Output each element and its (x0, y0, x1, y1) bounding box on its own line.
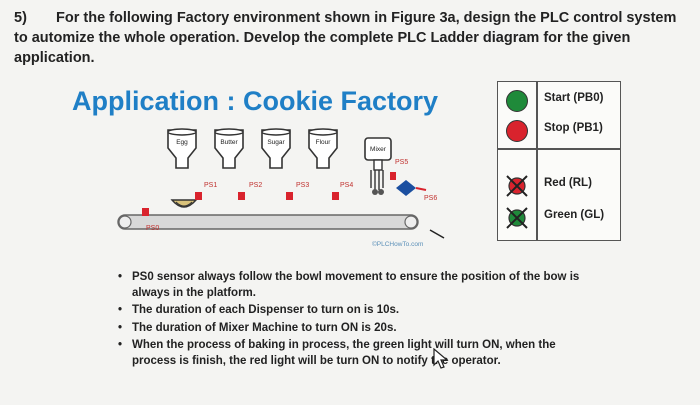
legend-panel: Start (PB0) Stop (PB1) Red (RL) Green (G… (497, 81, 621, 241)
legend-green-label: Green (GL) (544, 209, 605, 221)
question-block: 5)For the following Factory environment … (14, 8, 684, 68)
sensor-tag-ps2: PS2 (249, 182, 262, 189)
hopper-butter: Butter (214, 128, 244, 169)
question-text: For the following Factory environment sh… (14, 10, 677, 66)
start-button-icon (506, 90, 528, 112)
mouse-cursor-icon (433, 348, 449, 369)
hopper-label: Butter (220, 139, 238, 146)
list-item: The duration of Mixer Machine to turn ON… (118, 321, 588, 337)
stop-button-icon (506, 120, 528, 142)
hopper-label: Egg (176, 139, 188, 146)
conveyor-belt (117, 214, 445, 239)
hopper-label: Flour (316, 139, 332, 146)
red-lamp-icon (506, 175, 528, 197)
legend-start: Start (PB0) (498, 89, 620, 112)
hopper-flour: Flour (308, 128, 338, 169)
cookie-factory-diagram: Egg Butter Sugar Flour Mixer (117, 128, 445, 248)
legend-start-label: Start (PB0) (544, 92, 604, 104)
list-item: PS0 sensor always follow the bowl moveme… (118, 270, 588, 301)
mixer-label: Mixer (370, 146, 387, 153)
sensor-tag-ps1: PS1 (204, 182, 217, 189)
requirements-list: PS0 sensor always follow the bowl moveme… (118, 270, 588, 371)
hopper-egg: Egg (167, 128, 197, 169)
output-diamond (396, 180, 416, 196)
sensor-tag-ps6: PS6 (424, 195, 437, 202)
sensor-tag-ps5: PS5 (395, 159, 408, 166)
sensor-tag-ps3: PS3 (296, 182, 309, 189)
sensor-markers (142, 172, 396, 216)
hopper-sugar: Sugar (261, 128, 291, 169)
legend-stop-label: Stop (PB1) (544, 122, 603, 134)
sensor-tag-ps4: PS4 (340, 182, 353, 189)
mixer-machine: Mixer (364, 137, 392, 195)
legend-red-light: Red (RL) (498, 174, 620, 197)
list-item: When the process of baking in process, t… (118, 338, 588, 369)
green-lamp-icon (506, 207, 528, 229)
legend-red-label: Red (RL) (544, 177, 592, 189)
watermark: ©PLCHowTo.com (372, 240, 423, 248)
sensor-tag-ps0: PS0 (146, 225, 159, 232)
list-item: The duration of each Dispenser to turn o… (118, 303, 588, 319)
legend-stop: Stop (PB1) (498, 119, 620, 142)
application-title: Application : Cookie Factory (72, 86, 439, 116)
bowl (170, 199, 198, 208)
question-number: 5) (14, 10, 27, 26)
hopper-label: Sugar (267, 139, 285, 146)
legend-green-light: Green (GL) (498, 206, 620, 229)
